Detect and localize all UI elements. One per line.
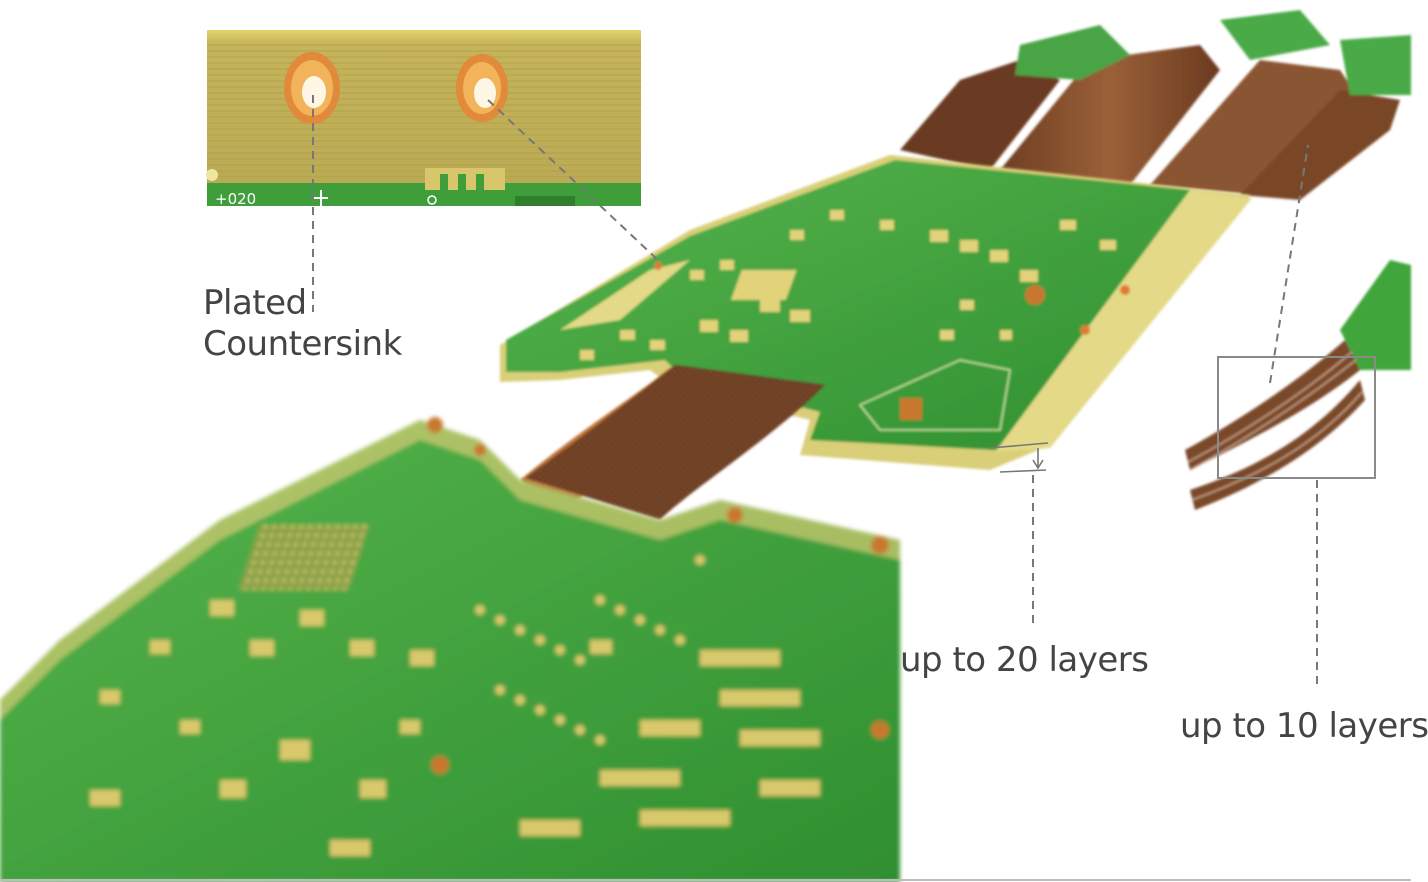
rear-flex-ribbons — [900, 10, 1411, 200]
flex-stack-highlight-box — [1217, 356, 1376, 479]
callout-lines — [312, 95, 1318, 690]
countersink-hole-2 — [456, 54, 508, 122]
countersink-hole-1 — [284, 52, 340, 124]
plated-countersink-label-line1: Plated — [203, 283, 307, 323]
upper-rigid-board — [500, 155, 1252, 470]
callout-line-countersink-2 — [487, 99, 661, 263]
countersink-inset: +020 — [206, 30, 641, 208]
thickness-indicator — [989, 442, 1049, 473]
callout-line-flex — [1269, 144, 1309, 384]
lower-rigid-board — [0, 417, 900, 882]
inset-silkscreen-text: +020 — [215, 190, 256, 208]
flex-layers-label: up to 10 layers — [1180, 706, 1428, 746]
plated-countersink-label: Plated Countersink — [203, 283, 402, 366]
plated-countersink-label-line2: Countersink — [203, 324, 402, 365]
center-flex-ribbon — [520, 365, 825, 520]
rigid-layers-label: up to 20 layers — [900, 640, 1149, 680]
